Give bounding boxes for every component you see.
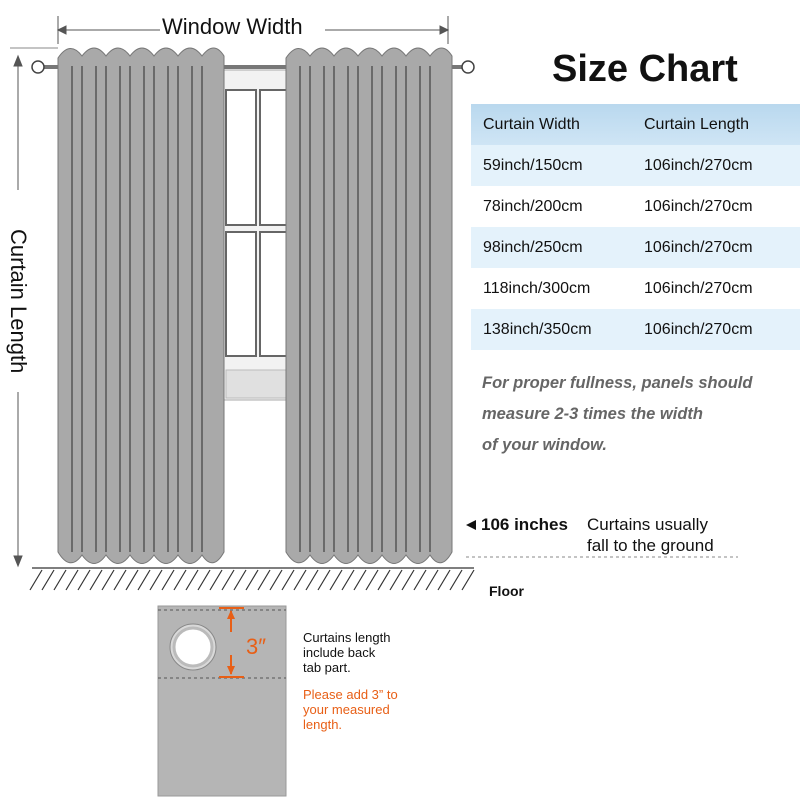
table-row: 98inch/250cm 106inch/270cm xyxy=(471,227,800,268)
floor-label: Floor xyxy=(489,583,524,599)
cell-length: 106inch/270cm xyxy=(644,197,753,215)
cell-width: 59inch/150cm xyxy=(483,156,583,174)
table-row: 138inch/350cm 106inch/270cm xyxy=(471,309,800,350)
back-tab-detail xyxy=(157,605,287,797)
cell-length: 106inch/270cm xyxy=(644,320,753,338)
backtab-note-line: include back xyxy=(303,645,376,660)
ground-note: Curtains usually fall to the ground xyxy=(587,514,714,556)
right-curtain-panel xyxy=(285,47,453,564)
window-width-label: Window Width xyxy=(162,14,303,39)
table-row: 59inch/150cm 106inch/270cm xyxy=(471,145,800,186)
curtain-length-dimension xyxy=(13,54,23,568)
fullness-note: For proper fullness, panels should measu… xyxy=(482,368,782,461)
cell-width: 118inch/300cm xyxy=(483,279,591,297)
length-marker-label: 106 inches xyxy=(481,515,568,534)
table-header: Curtain Width Curtain Length xyxy=(471,104,800,145)
length-marker-arrow xyxy=(466,520,476,530)
add-length-note: Please add 3” to your measured length. xyxy=(303,687,398,732)
window xyxy=(221,69,289,401)
header-curtain-length: Curtain Length xyxy=(644,115,749,133)
cell-width: 138inch/350cm xyxy=(483,320,592,338)
add-note-line: Please add 3” to xyxy=(303,687,398,702)
window-width-dimension xyxy=(56,16,450,44)
fullness-note-line: measure 2-3 times the width xyxy=(482,405,703,423)
cell-length: 106inch/270cm xyxy=(644,279,753,297)
ground-note-line: fall to the ground xyxy=(587,536,714,555)
fullness-note-line: of your window. xyxy=(482,436,607,454)
backtab-note: Curtains length include back tab part. xyxy=(303,630,390,675)
header-curtain-width: Curtain Width xyxy=(483,115,580,133)
add-note-line: your measured xyxy=(303,702,390,717)
cell-length: 106inch/270cm xyxy=(644,238,753,256)
curtain-length-label: Curtain Length xyxy=(6,229,31,374)
table-row: 78inch/200cm 106inch/270cm xyxy=(471,186,800,227)
backtab-note-line: tab part. xyxy=(303,660,351,675)
tab-measure-label: 3″ xyxy=(246,634,267,659)
add-note-line: length. xyxy=(303,717,343,732)
table-row: 118inch/300cm 106inch/270cm xyxy=(471,268,800,309)
size-chart-table: Curtain Width Curtain Length 59inch/150c… xyxy=(471,104,800,350)
cell-width: 98inch/250cm xyxy=(483,238,583,256)
ground-note-line: Curtains usually xyxy=(587,515,708,534)
backtab-note-line: Curtains length xyxy=(303,630,391,645)
left-curtain-panel xyxy=(57,47,225,564)
cell-width: 78inch/200cm xyxy=(483,197,583,215)
floor-line xyxy=(29,567,475,591)
fullness-note-line: For proper fullness, panels should xyxy=(482,374,753,392)
cell-length: 106inch/270cm xyxy=(644,156,753,174)
size-chart-title: Size Chart xyxy=(552,48,738,90)
